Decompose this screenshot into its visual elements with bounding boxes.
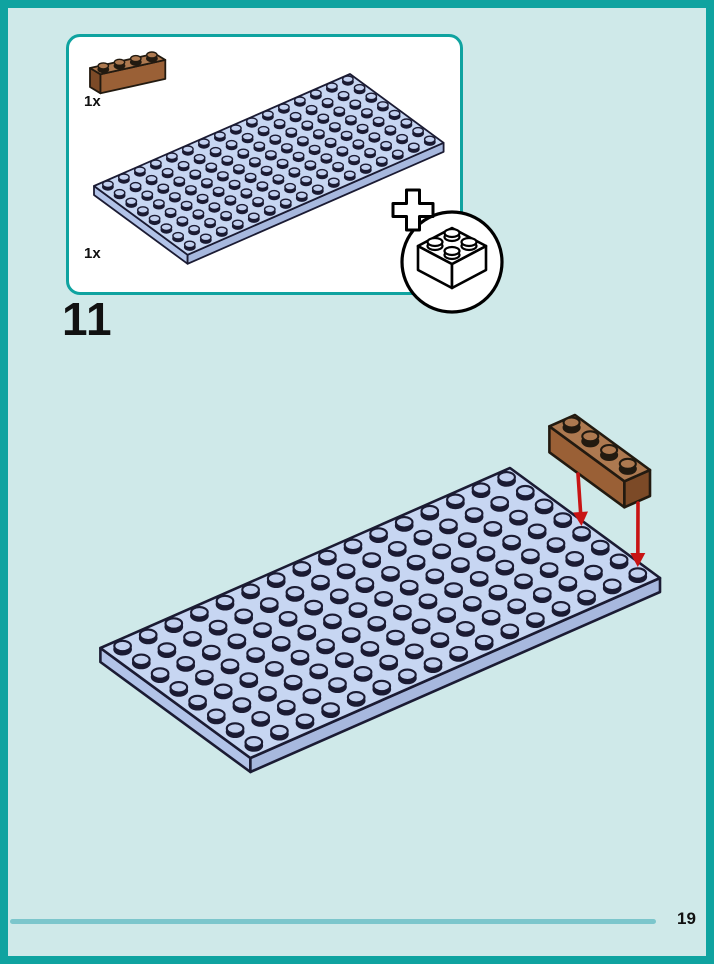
part-count-plate: 1x [84,245,101,262]
parts-callout-box [66,34,463,295]
step-number: 11 [62,293,113,345]
main-brick-figure [548,413,652,509]
part-count-brick: 1x [84,93,101,110]
main-plate-figure [99,466,662,774]
footer-rule [10,919,656,924]
page-number: 19 [677,909,696,928]
placement-arrows [573,472,646,567]
